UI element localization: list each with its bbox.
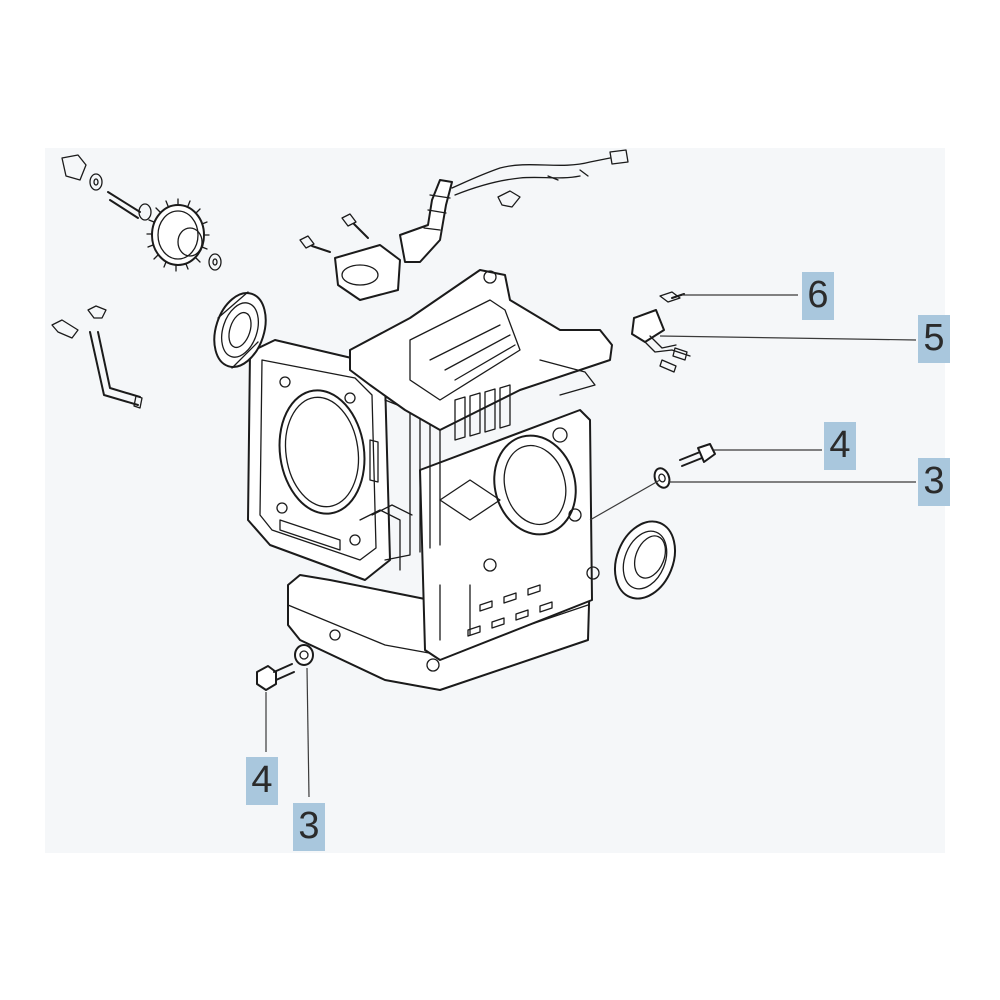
oil-seal: [614, 520, 676, 600]
crankcase: [247, 269, 613, 691]
bolt-right: [679, 443, 716, 467]
oil-sensor: [631, 291, 691, 373]
callout-6: 6: [802, 272, 834, 320]
governor-gear-assembly: [61, 154, 222, 272]
bearing: [213, 291, 267, 369]
leader-lines: [265, 294, 917, 798]
governor-lever: [51, 305, 143, 409]
callout-3-right: 3: [918, 458, 950, 506]
callout-5: 5: [918, 315, 950, 363]
bolt-bottom: [256, 663, 295, 691]
callout-4-right: 4: [824, 422, 856, 470]
washer-right: [653, 467, 671, 489]
callout-4-bottom: 4: [246, 757, 278, 805]
washer-bottom: [294, 644, 314, 666]
breather-assembly: [299, 149, 629, 301]
callout-3-bottom: 3: [293, 803, 325, 851]
